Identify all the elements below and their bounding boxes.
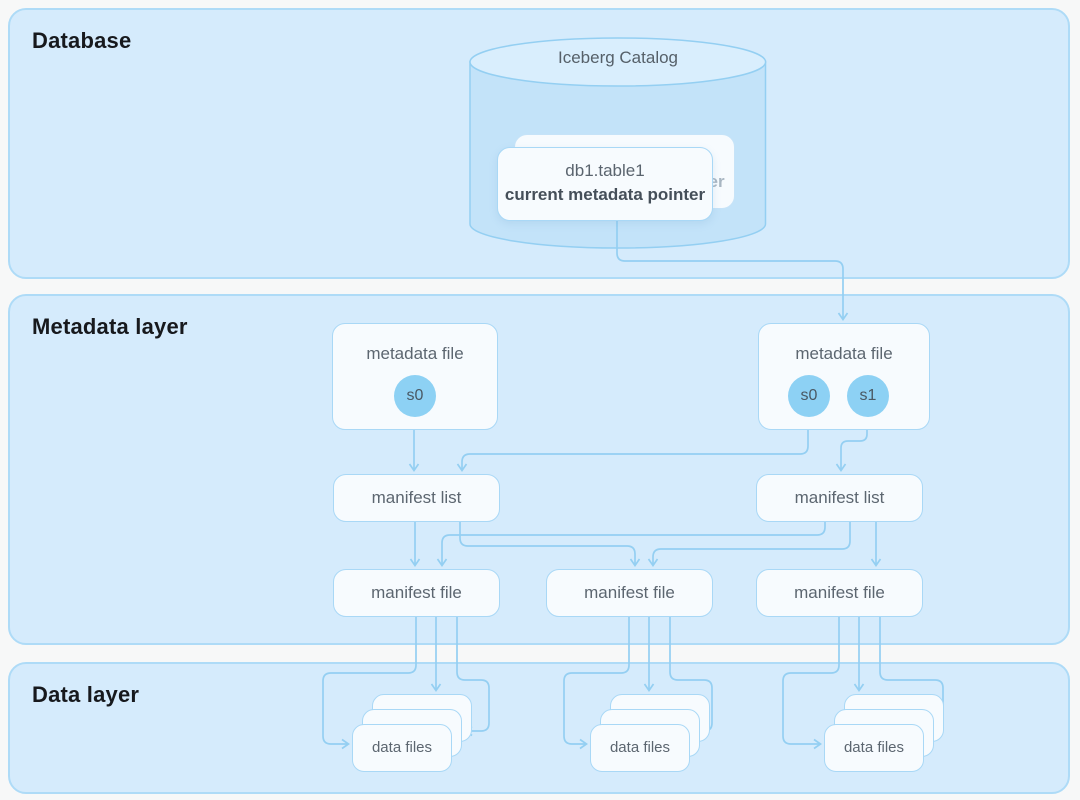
metadata-file-1-label: metadata file (366, 344, 464, 363)
metadata-file-1: metadata file s0 (332, 323, 498, 430)
data-files-3-label: data files (843, 739, 905, 756)
manifest-file-3: manifest file (756, 569, 923, 617)
manifest-file-2-label: manifest file (584, 583, 675, 602)
data-files-1-label: data files (371, 739, 433, 756)
metadata-file-2: metadata file s0 s1 (758, 323, 930, 430)
data-layer-section-title: Data layer (32, 682, 140, 707)
data-files-2-label: data files (609, 739, 671, 756)
snapshot-s1: s1 (847, 375, 889, 417)
metadata-layer-section-title: Metadata layer (32, 314, 188, 339)
metadata-file-2-label: metadata file (795, 344, 893, 363)
manifest-file-3-label: manifest file (794, 583, 885, 602)
manifest-list-1: manifest list (333, 474, 500, 522)
manifest-list-2: manifest list (756, 474, 923, 522)
database-section-title: Database (32, 28, 132, 53)
data-files-stack-2: data files (590, 724, 690, 772)
catalog-pointer-card: db1.table1 current metadata pointer (497, 147, 713, 221)
snapshot-s0: s0 (394, 375, 436, 417)
data-files-stack-3: data files (824, 724, 924, 772)
manifest-list-1-label: manifest list (371, 488, 462, 507)
manifest-list-2-label: manifest list (794, 488, 885, 507)
snapshot-s0: s0 (788, 375, 830, 417)
manifest-file-1-label: manifest file (371, 583, 462, 602)
data-files-stack-1: data files (352, 724, 452, 772)
table-name: db1.table1 (565, 161, 645, 180)
pointer-label: current metadata pointer (504, 185, 706, 204)
manifest-file-1: manifest file (333, 569, 500, 617)
manifest-file-2: manifest file (546, 569, 713, 617)
catalog-title: Iceberg Catalog (557, 48, 679, 67)
